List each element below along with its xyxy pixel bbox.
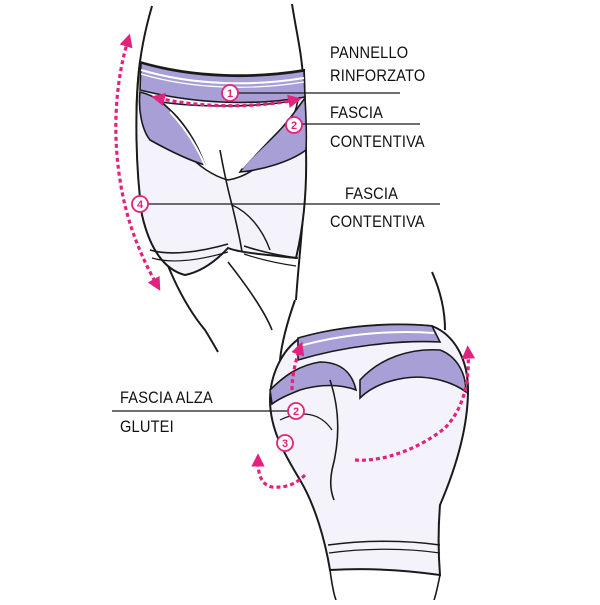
label-pannello-line2: RINFORZATO bbox=[330, 66, 426, 85]
marker-4: 4 bbox=[131, 195, 149, 213]
back-body-outline-left bbox=[279, 299, 296, 361]
label-alza-line2: GLUTEI bbox=[120, 417, 174, 436]
back-garment bbox=[268, 323, 470, 577]
label-fascia1-line2: CONTENTIVA bbox=[330, 132, 425, 151]
front-view-figure bbox=[135, 3, 308, 353]
front-side-panel-right bbox=[238, 95, 308, 173]
back-waistband bbox=[297, 323, 442, 362]
svg-text:3: 3 bbox=[282, 438, 288, 450]
marker-2-front: 2 bbox=[285, 116, 303, 134]
label-alza-line1: FASCIA ALZA bbox=[120, 388, 213, 407]
front-leg-band-right bbox=[243, 245, 299, 259]
svg-text:2: 2 bbox=[291, 120, 297, 132]
back-view-figure bbox=[268, 271, 470, 601]
arrow-back-lower-left bbox=[251, 453, 307, 489]
svg-text:4: 4 bbox=[137, 199, 144, 211]
label-fascia1-line1: FASCIA bbox=[330, 103, 384, 122]
back-lift-band-left bbox=[269, 361, 358, 406]
label-fascia2-line1: FASCIA bbox=[345, 184, 399, 203]
svg-text:2: 2 bbox=[293, 406, 299, 418]
arrow-front-side-vertical bbox=[114, 33, 161, 291]
arrow-back-left-up bbox=[290, 341, 305, 391]
arrow-front-waist bbox=[151, 93, 302, 108]
label-fascia2-line2: CONTENTIVA bbox=[330, 212, 425, 231]
marker-2-back: 2 bbox=[287, 402, 305, 420]
marker-1: 1 bbox=[221, 84, 239, 102]
arrow-back-right-curve bbox=[354, 345, 476, 462]
svg-text:1: 1 bbox=[227, 88, 233, 100]
marker-3: 3 bbox=[276, 434, 294, 452]
back-body-outline-right bbox=[431, 271, 446, 331]
back-leg-band bbox=[327, 540, 441, 546]
back-lift-band-right bbox=[359, 348, 467, 400]
label-pannello-line1: PANNELLO bbox=[330, 43, 409, 62]
